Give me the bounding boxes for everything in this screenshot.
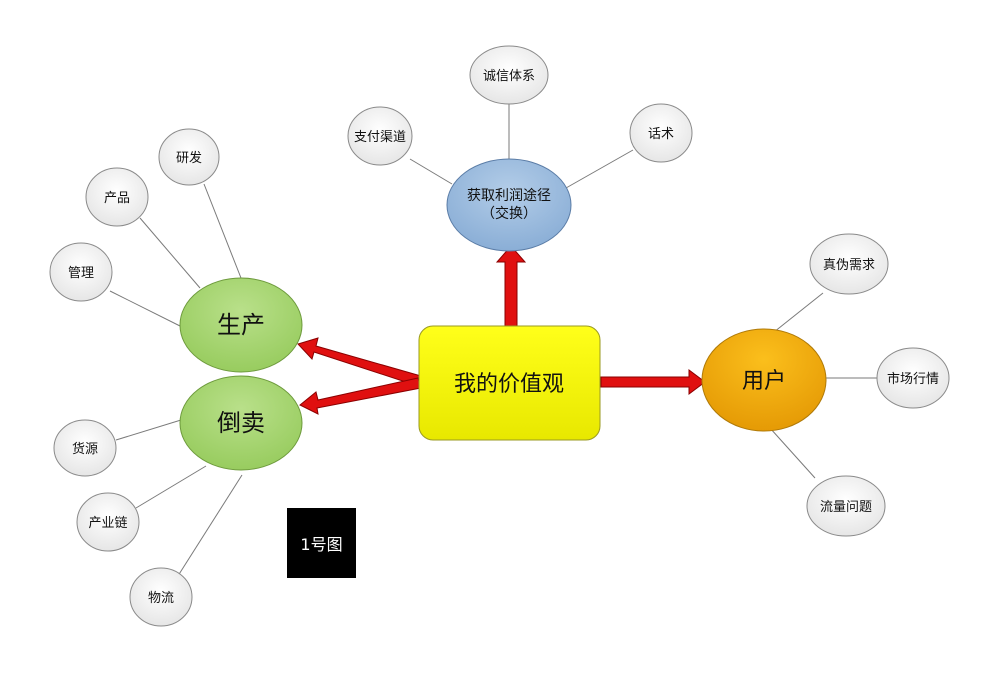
leaf-market[interactable]: 市场行情: [876, 347, 950, 409]
line-supply: [115, 419, 182, 441]
leaf-payment[interactable]: 支付渠道: [347, 106, 413, 166]
line-product: [139, 217, 201, 289]
branch-user[interactable]: 用户: [701, 328, 827, 432]
leaf-logistics[interactable]: 物流: [129, 567, 193, 627]
branch-profit-label-line2: （交换）: [481, 205, 537, 222]
leaf-traffic-label: 流量问题: [820, 500, 872, 515]
center-label: 我的价值观: [454, 372, 564, 397]
connector-lines: [109, 104, 880, 580]
leaf-chain[interactable]: 产业链: [76, 492, 140, 552]
branch-profit-label-line1: 获取利润途径: [467, 187, 551, 204]
leaf-product[interactable]: 产品: [85, 167, 149, 227]
leaf-supply-label: 货源: [72, 441, 98, 457]
line-speech: [565, 149, 634, 189]
leaf-payment-label: 支付渠道: [354, 130, 406, 145]
figure-caption-box: 1号图: [287, 508, 356, 578]
branch-resell-label: 倒卖: [217, 409, 265, 437]
line-rnd: [203, 183, 242, 279]
line-traffic: [769, 427, 816, 479]
line-payment: [409, 158, 453, 185]
leaf-demand-label: 真伪需求: [823, 258, 875, 273]
branch-user-label: 用户: [742, 369, 786, 394]
branch-resell[interactable]: 倒卖: [179, 375, 303, 471]
figure-caption-label: 1号图: [300, 535, 343, 554]
line-management: [109, 290, 181, 327]
leaf-supply[interactable]: 货源: [53, 419, 117, 477]
leaf-demand[interactable]: 真伪需求: [809, 233, 889, 295]
leaf-product-label: 产品: [104, 191, 130, 206]
line-demand: [768, 292, 824, 337]
leaf-management[interactable]: 管理: [49, 242, 113, 302]
branch-production[interactable]: 生产: [179, 277, 303, 373]
leaf-market-label: 市场行情: [887, 371, 939, 387]
arrow-left-production: [297, 337, 422, 387]
leaf-speech-label: 话术: [648, 127, 674, 142]
leaf-rnd[interactable]: 研发: [158, 128, 220, 186]
leaf-traffic[interactable]: 流量问题: [806, 475, 886, 537]
line-logistics: [175, 474, 243, 580]
branch-profit[interactable]: 获取利润途径 （交换）: [446, 158, 572, 252]
center-node[interactable]: 我的价值观: [418, 325, 601, 441]
leaf-credit[interactable]: 诚信体系: [469, 45, 549, 105]
leaf-chain-label: 产业链: [88, 516, 127, 531]
leaf-management-label: 管理: [68, 266, 94, 281]
leaf-speech[interactable]: 话术: [629, 103, 693, 163]
arrow-up-profit: [495, 245, 527, 327]
arrows: [297, 245, 706, 415]
branch-production-label: 生产: [217, 311, 265, 339]
leaf-credit-label: 诚信体系: [483, 69, 535, 84]
leaf-logistics-label: 物流: [148, 591, 174, 606]
leaf-rnd-label: 研发: [176, 150, 202, 166]
arrow-right-user: [600, 369, 706, 395]
arrow-left-resell: [299, 377, 422, 415]
line-chain: [135, 465, 207, 509]
